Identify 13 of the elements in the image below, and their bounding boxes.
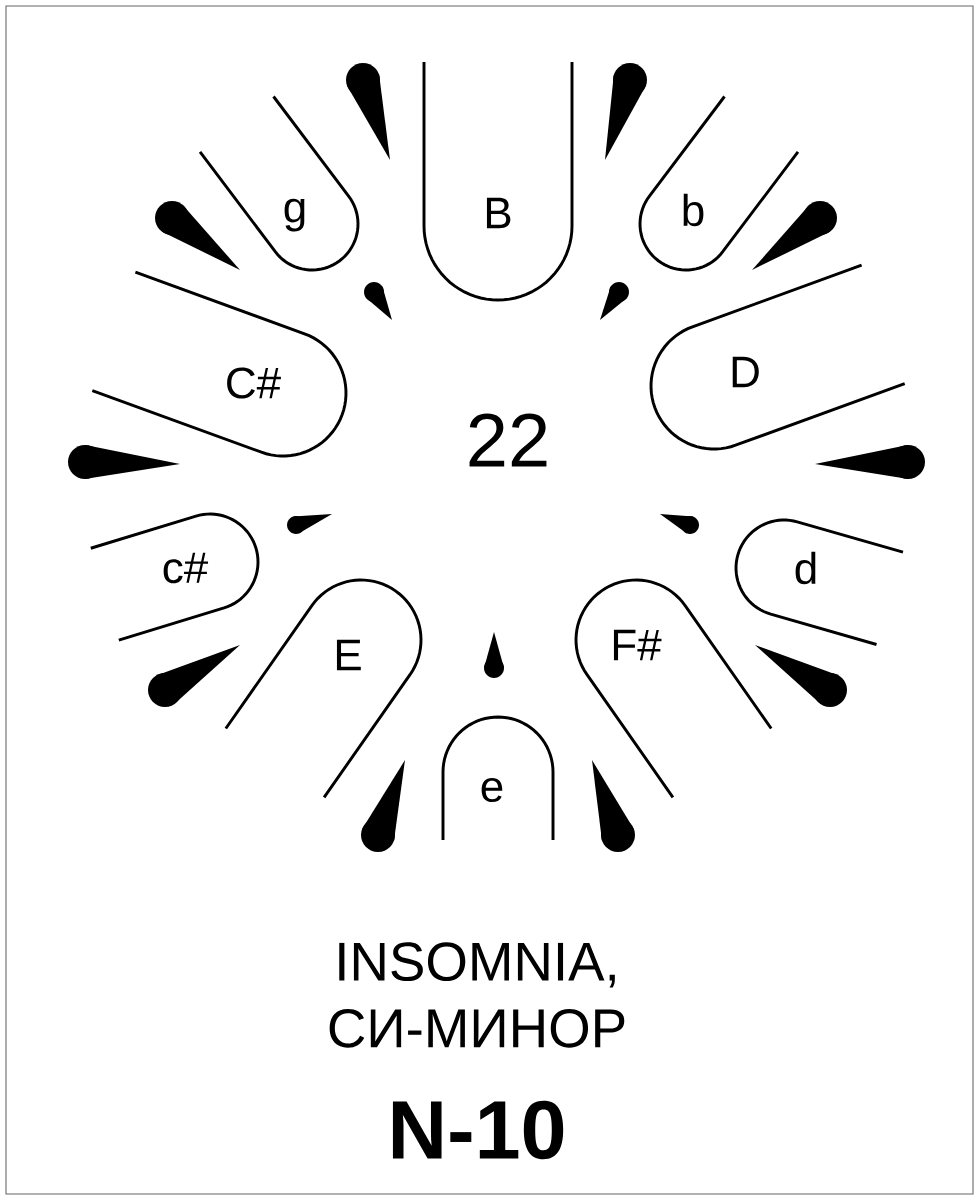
tongue: e — [441, 715, 555, 840]
scale-name: INSOMNIA, СИ-МИНОР — [329, 942, 625, 1048]
tongue: D — [649, 263, 906, 451]
tongue: B — [422, 62, 574, 302]
center-number: 22 — [469, 413, 547, 467]
tongue: g — [198, 95, 360, 272]
tongue: F# — [574, 578, 773, 799]
tongue: C# — [91, 270, 348, 458]
model-code: N-10 — [392, 1100, 564, 1160]
tongue: d — [734, 518, 904, 646]
tongue: b — [638, 95, 800, 272]
tongue: c# — [90, 512, 260, 642]
tongue: E — [224, 578, 423, 799]
